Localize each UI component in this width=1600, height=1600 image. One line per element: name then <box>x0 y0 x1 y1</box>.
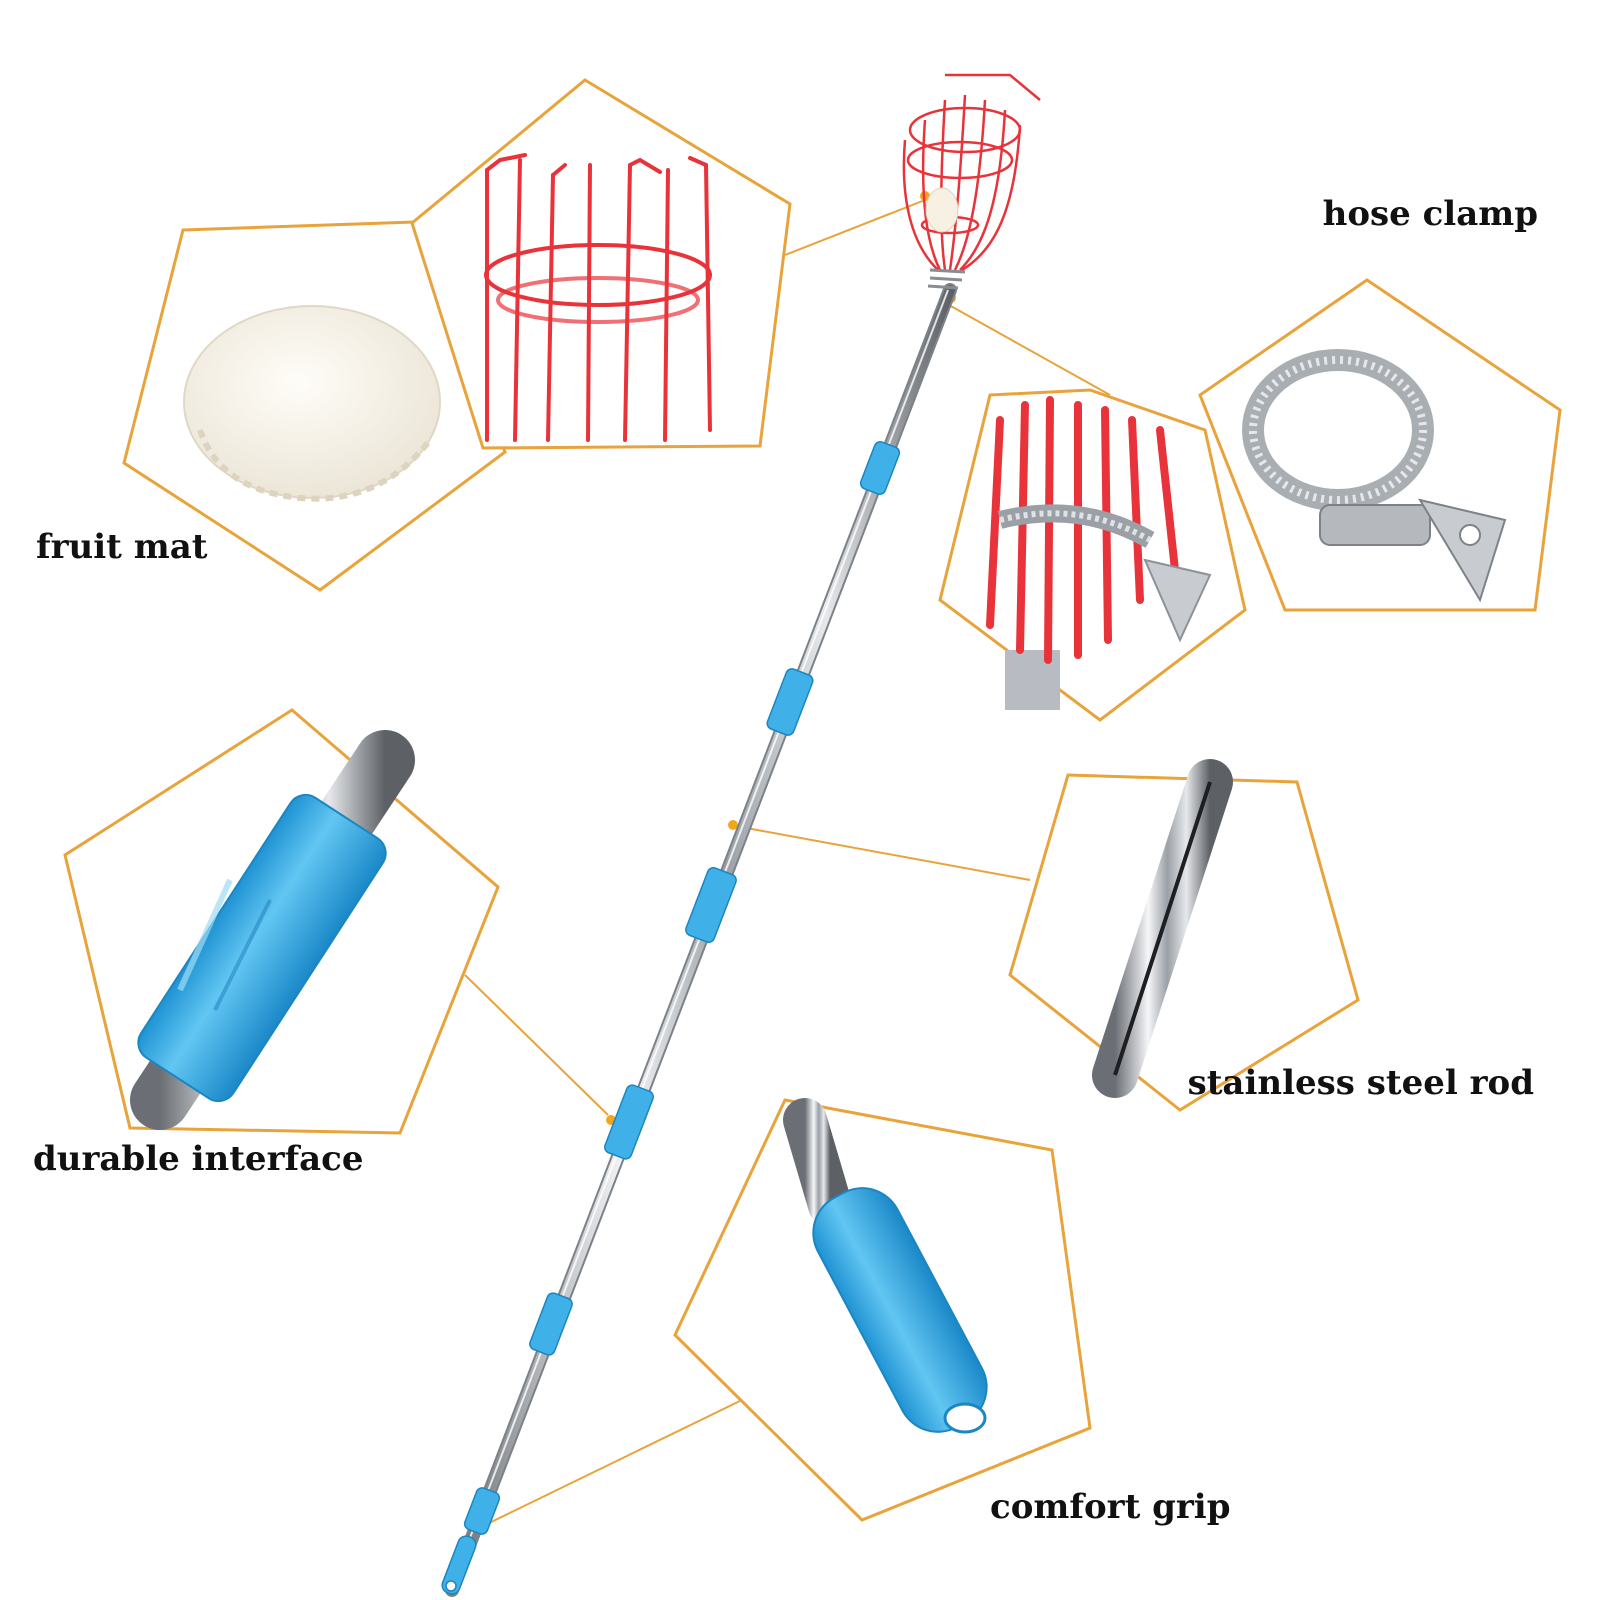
hose-clamp-detail-hexagon <box>938 388 1247 722</box>
comfort-grip-pentagon <box>673 1098 1092 1522</box>
basket-mat <box>925 187 959 233</box>
stainless-steel-rod-label: stainless steel rod <box>1187 1063 1534 1103</box>
hose-clamp-image <box>1242 349 1507 603</box>
durable-interface-pentagon <box>63 708 500 1135</box>
durable-interface-label: durable interface <box>33 1139 364 1179</box>
hose-clamp-label: hose clamp <box>1322 194 1538 234</box>
clamp-on-basket-image <box>986 396 1179 664</box>
steel-rod-image <box>1092 759 1233 1098</box>
stainless-steel-rod-pentagon <box>1008 759 1360 1112</box>
hose-clamp-pentagon <box>1198 278 1562 612</box>
comfort-grip-image <box>783 1098 988 1434</box>
comfort-grip-label: comfort grip <box>990 1487 1231 1527</box>
pole-joints <box>463 441 901 1535</box>
pole-end-grip <box>441 1535 477 1595</box>
durable-interface-image <box>130 730 415 1130</box>
leader-lines <box>464 199 1111 1526</box>
picker-basket <box>902 73 1041 272</box>
basket-clamp <box>927 268 966 290</box>
fruit-mat-label: fruit mat <box>36 527 208 567</box>
basket-image <box>484 153 712 442</box>
fruit-picker-pole <box>441 73 1041 1597</box>
fruit-mat-hexagon <box>122 220 507 592</box>
basket-pentagon <box>410 78 792 450</box>
